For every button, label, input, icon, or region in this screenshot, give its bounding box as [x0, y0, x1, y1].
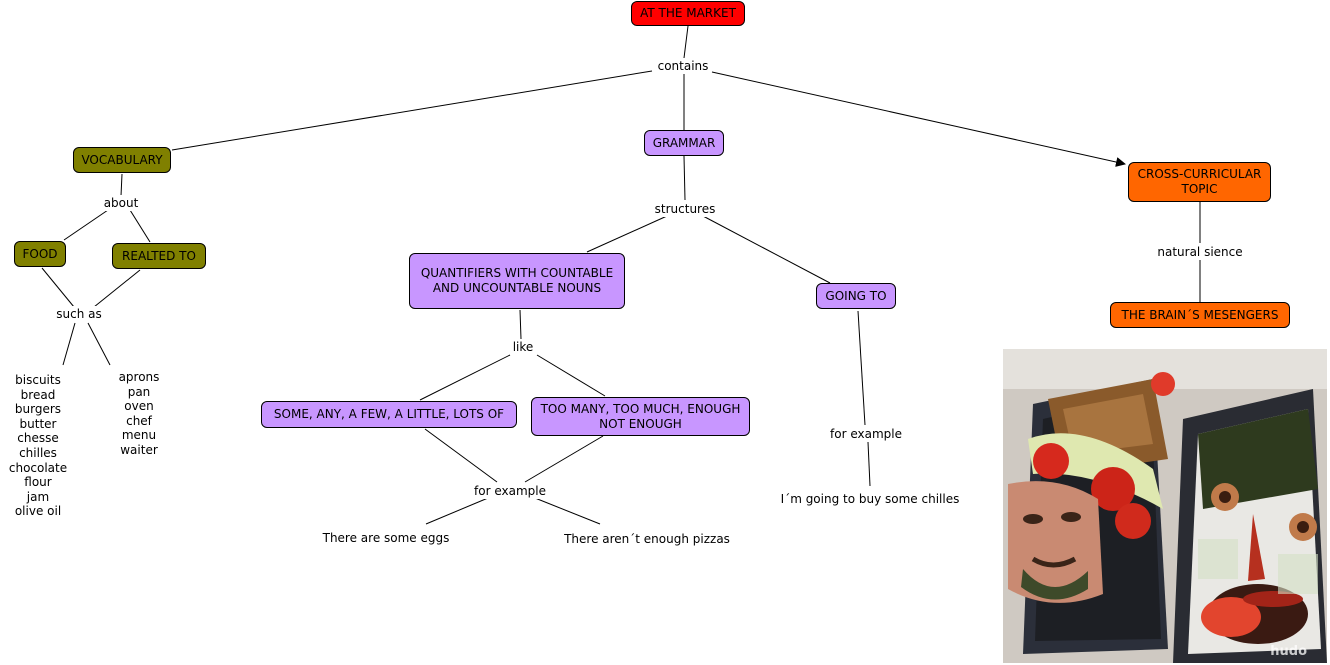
link-such-as: such as	[54, 306, 104, 322]
node-some-any[interactable]: SOME, ANY, A FEW, A LITTLE, LOTS OF	[261, 401, 517, 428]
related-word-item: aprons	[118, 370, 160, 384]
photo-watermark: hudo	[1270, 644, 1307, 659]
node-too-many[interactable]: TOO MANY, TOO MUCH, ENOUGH NOT ENOUGH	[531, 397, 750, 436]
food-word-item: butter	[19, 416, 57, 431]
node-cross-curricular-topic[interactable]: CROSS-CURRICULAR TOPIC	[1128, 162, 1271, 202]
node-going-to[interactable]: GOING TO	[816, 283, 896, 309]
example-going-to-buy-chilles: I´m going to buy some chilles	[780, 492, 960, 506]
food-word-item: chilles	[19, 445, 57, 460]
related-word-item: menu	[121, 428, 157, 443]
node-quantifiers[interactable]: QUANTIFIERS WITH COUNTABLE AND UNCOUNTAB…	[409, 253, 625, 309]
food-word-item: chocolate	[8, 460, 68, 475]
example-enough-pizzas: There aren´t enough pizzas	[564, 532, 730, 546]
link-for-example-quantifiers: for example	[472, 483, 548, 499]
link-contains: contains	[655, 58, 711, 74]
related-word-item: chef	[126, 413, 152, 428]
node-food[interactable]: FOOD	[14, 241, 66, 267]
bento-illustration	[1003, 349, 1327, 663]
food-word-item: jam	[26, 489, 50, 504]
food-word-item: burgers	[14, 402, 62, 417]
node-related-to[interactable]: REALTED TO	[112, 243, 206, 269]
food-word-item: flour	[24, 475, 52, 490]
link-like: like	[510, 339, 536, 355]
related-word-item: oven	[124, 399, 154, 414]
related-word-item: pan	[127, 384, 151, 399]
node-brains-messengers[interactable]: THE BRAIN´S MESENGERS	[1110, 302, 1290, 328]
food-word-item: olive oil	[14, 504, 62, 519]
food-word-item: biscuits	[15, 373, 61, 387]
node-at-the-market[interactable]: AT THE MARKET	[631, 1, 745, 26]
link-about: about	[101, 195, 141, 211]
node-vocabulary[interactable]: VOCABULARY	[73, 147, 171, 173]
link-for-example-going-to: for example	[828, 426, 904, 442]
food-word-item: chesse	[17, 431, 59, 446]
link-structures: structures	[652, 201, 718, 217]
node-grammar[interactable]: GRAMMAR	[644, 130, 724, 156]
bento-photo: hudo	[1003, 349, 1327, 663]
related-word-item: waiter	[120, 442, 158, 457]
example-some-eggs: There are some eggs	[322, 531, 450, 545]
food-word-item: bread	[20, 387, 56, 402]
link-natural-science: natural sience	[1155, 244, 1245, 260]
